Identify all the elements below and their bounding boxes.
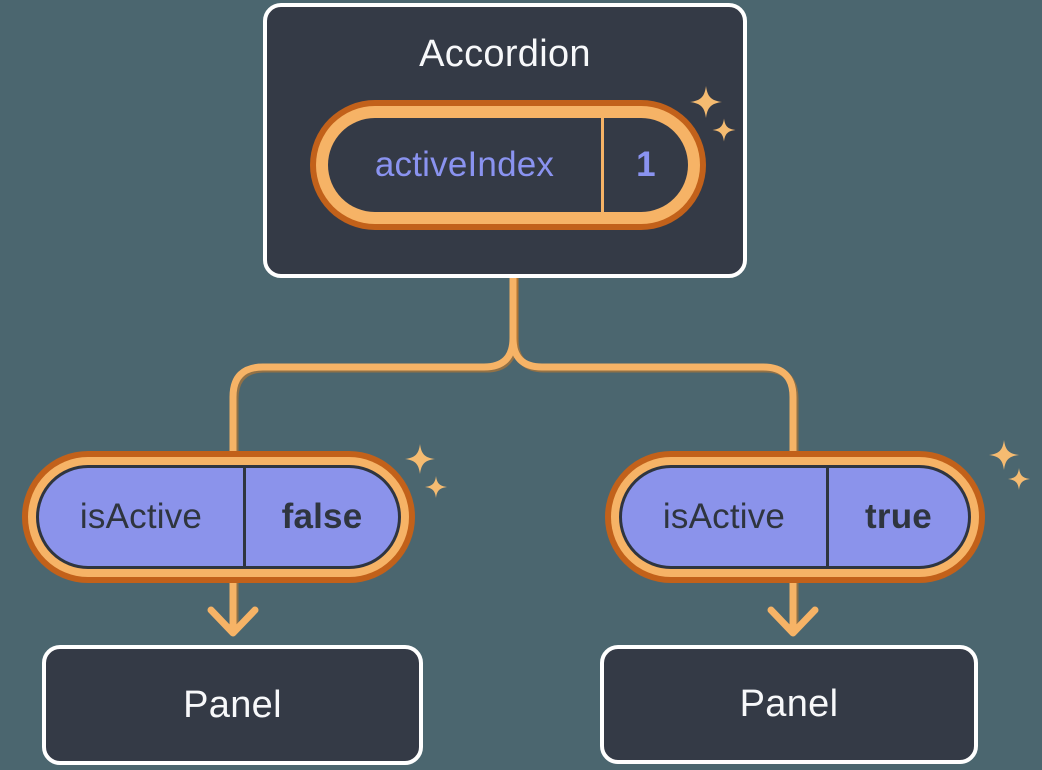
- prop-pill-right: isActive true: [605, 451, 985, 583]
- panel-title: Panel: [183, 683, 282, 726]
- prop-label: isActive: [79, 497, 203, 536]
- prop-pill-body: isActive true: [619, 465, 971, 569]
- prop-value: true: [865, 497, 932, 536]
- state-pill-body: activeIndex 1: [328, 118, 688, 212]
- prop-pill-body: isActive false: [36, 465, 401, 569]
- arrow-down-icon: [207, 606, 259, 637]
- pill-divider: [826, 468, 829, 566]
- prop-pill-ring: isActive false: [28, 457, 409, 577]
- state-pill-ring: activeIndex 1: [316, 106, 700, 224]
- sparkles-icon: [405, 444, 447, 498]
- prop-value: false: [281, 497, 363, 536]
- pill-divider: [601, 118, 604, 212]
- panel-box-right: Panel: [600, 645, 978, 764]
- panel-box-left: Panel: [42, 645, 423, 765]
- component-title: Accordion: [419, 33, 591, 75]
- arrow-down-icon: [767, 606, 819, 637]
- panel-title: Panel: [739, 683, 839, 725]
- state-value: 1: [636, 145, 656, 184]
- prop-label: isActive: [662, 497, 786, 536]
- prop-pill-ring: isActive true: [611, 457, 979, 577]
- state-pill: activeIndex 1: [310, 100, 706, 230]
- component-box-accordion: Accordion activeIndex 1: [263, 3, 747, 278]
- prop-pill-left: isActive false: [22, 451, 415, 583]
- state-label: activeIndex: [374, 145, 555, 184]
- sparkles-icon: [989, 440, 1030, 490]
